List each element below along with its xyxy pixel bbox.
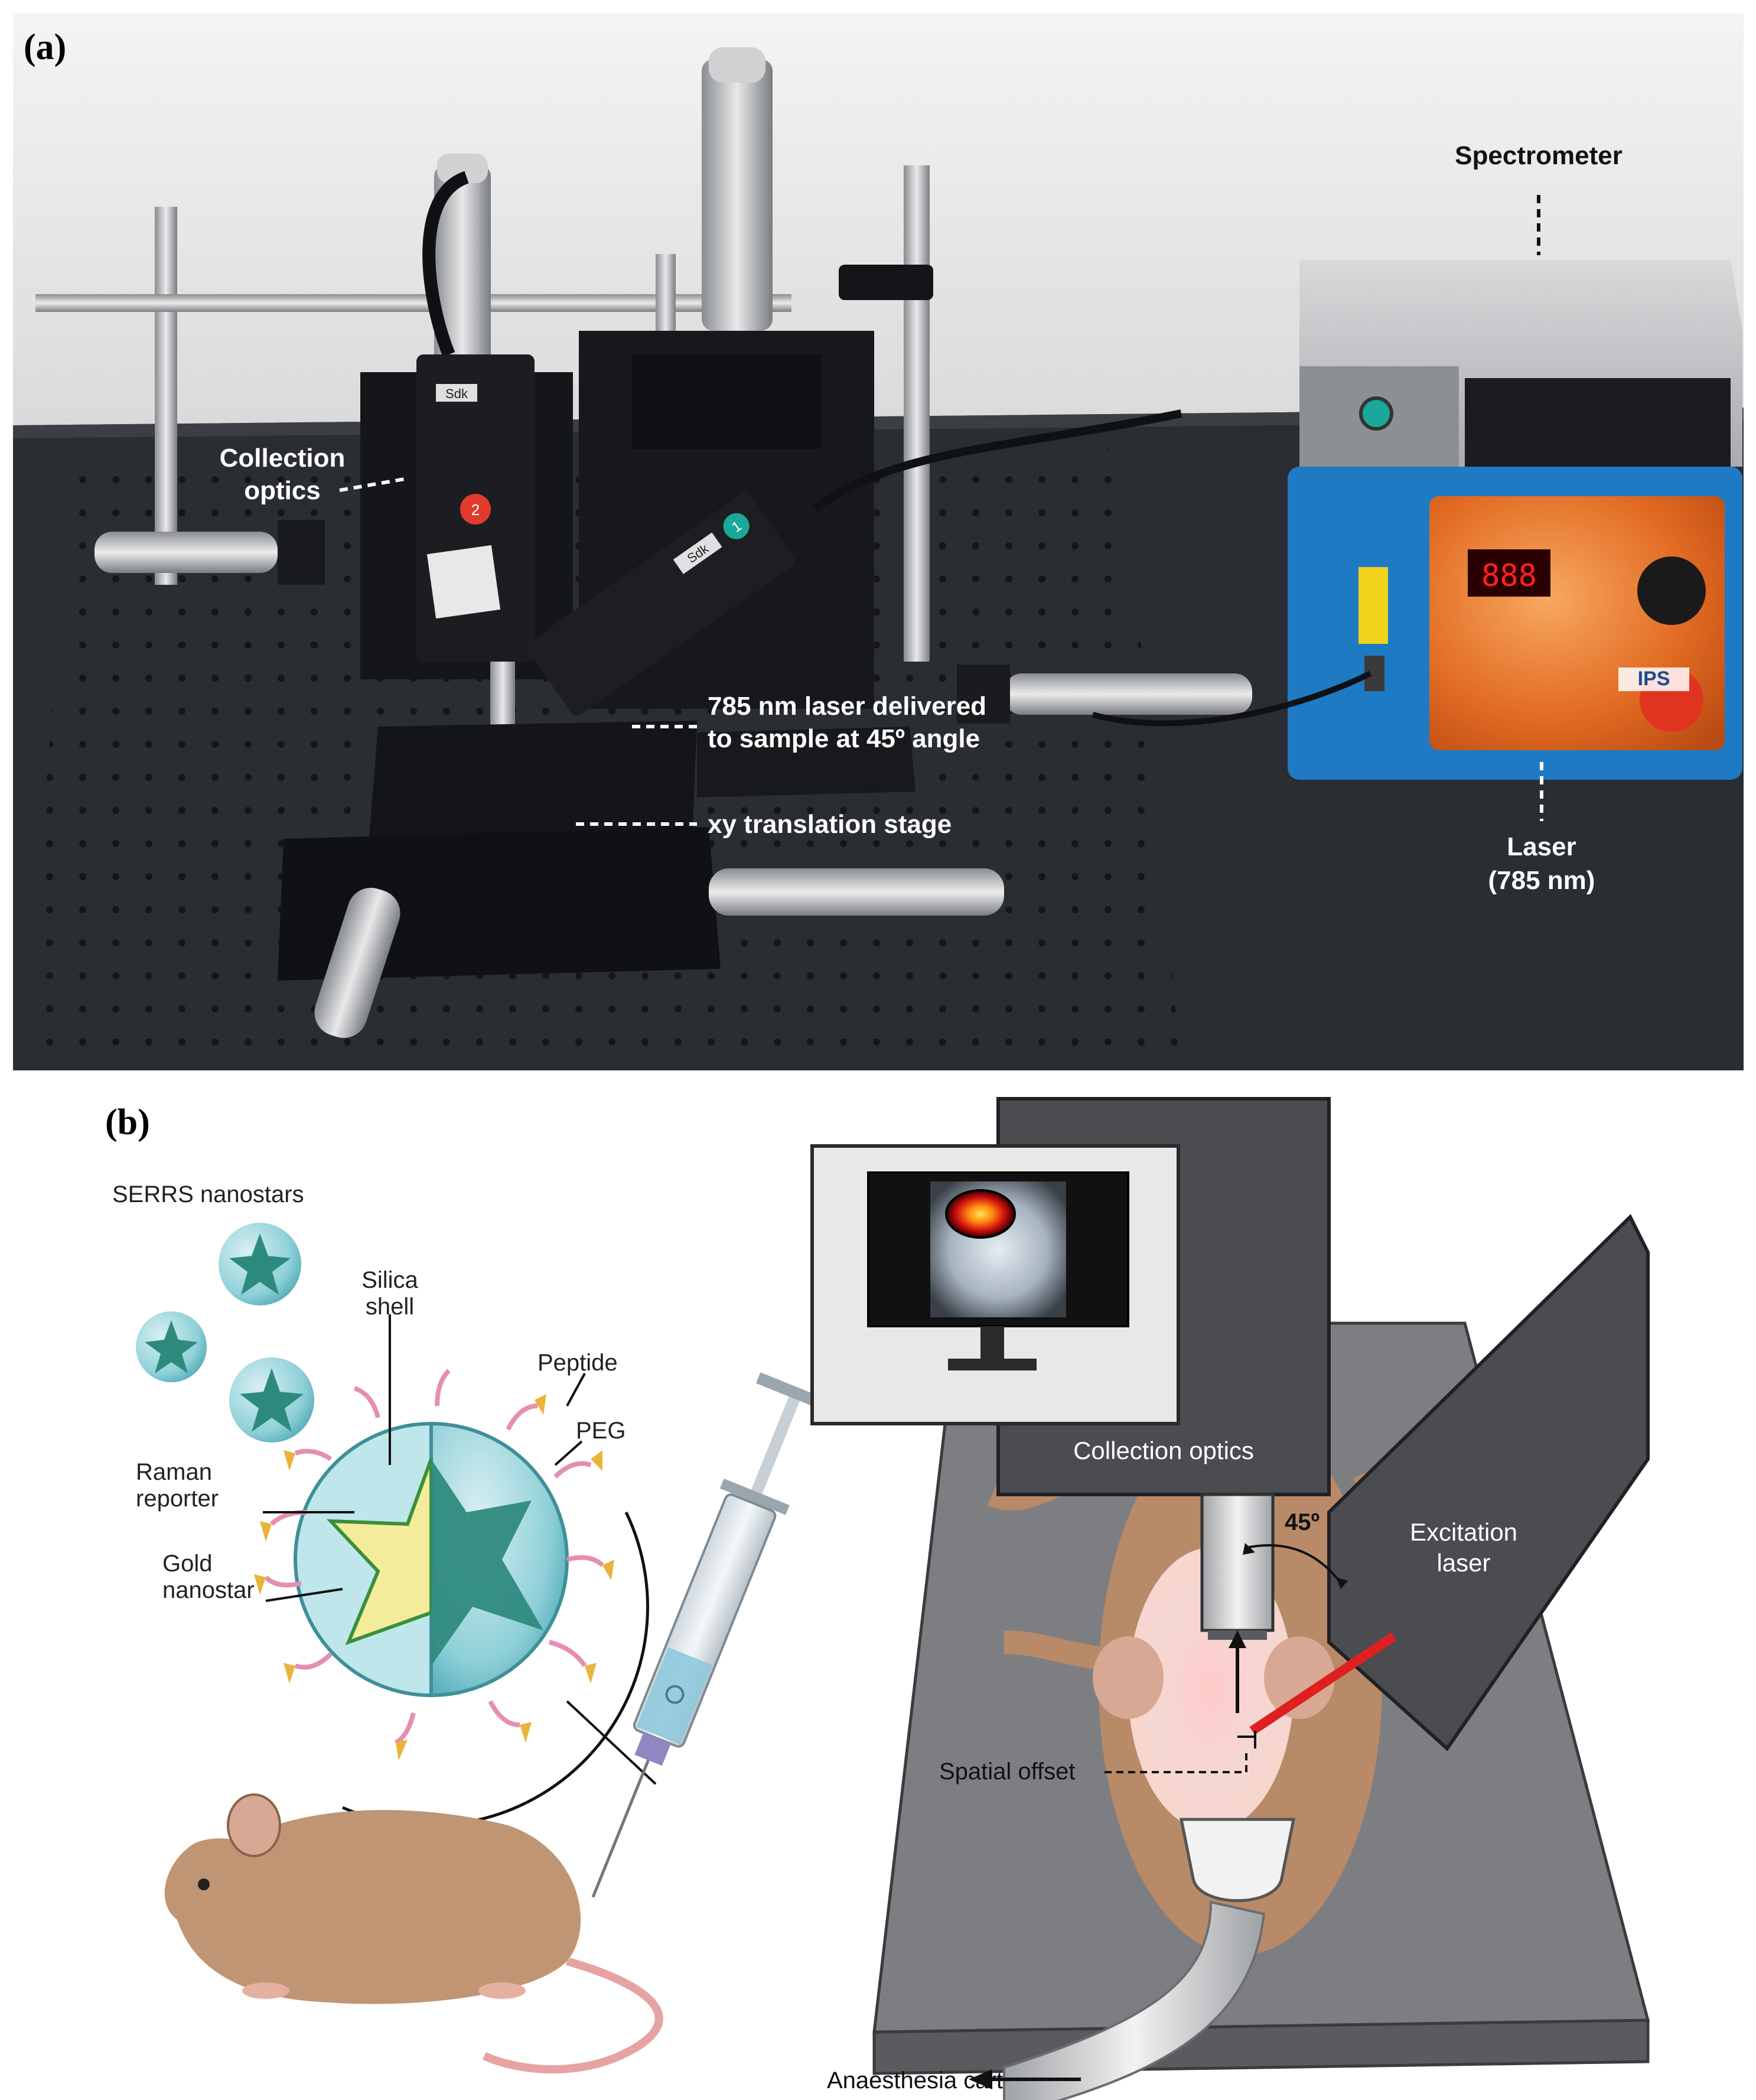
anaesthesia-tube [1003, 1900, 1266, 2100]
anaesthesia-label: Anaesthesia cart [827, 2068, 1003, 2094]
excitation-laser-box [1327, 1213, 1650, 1751]
collection-objective [1200, 1493, 1275, 1632]
syringe [591, 1372, 838, 1898]
monitor [810, 1144, 1180, 1425]
nose-cone [1179, 1818, 1296, 1902]
imaging-setup [810, 1097, 1650, 2100]
laser-beam [1249, 1632, 1397, 1735]
raman-label-line2: reporter [136, 1486, 219, 1512]
collection-optics-label: Collection optics [1073, 1437, 1254, 1464]
panel-a-annotations [339, 195, 1543, 826]
spatial-offset-label: Spatial offset [939, 1759, 1076, 1785]
nanostar-illustration [136, 1223, 657, 1827]
angle-label: 45º [1285, 1509, 1320, 1535]
laser-label-line2: (785 nm) [1488, 866, 1595, 895]
panel-a-labels: (a) Spectrometer Collection optics 785 n… [24, 27, 1623, 895]
silica-label-line1: Silica [361, 1267, 418, 1293]
heatmap-hotspot [945, 1189, 1016, 1239]
laser-label-line1: Laser [1507, 832, 1576, 861]
excitation-label-line2: laser [1436, 1549, 1490, 1577]
small-nanostar-3 [229, 1357, 314, 1443]
peg-label: PEG [576, 1418, 625, 1444]
small-nanostar-1 [136, 1311, 207, 1382]
probe-badge-2-text: 2 [471, 501, 480, 519]
panel-a-photo: Sdk 2 Sdk 1 88 [13, 13, 1744, 1070]
xy-stage-label: xy translation stage [708, 810, 952, 839]
gold-label-line2: nanostar [162, 1577, 255, 1603]
svg-text:888: 888 [1481, 558, 1537, 594]
serrs-label: SERRS nanostars [112, 1181, 304, 1207]
green-nanostar-half [431, 1459, 543, 1666]
top-micrometer-right [702, 59, 773, 331]
laser-delivery-label-line1: 785 nm laser delivered [708, 692, 986, 721]
angle-arc [1246, 1544, 1342, 1584]
panel-a-label: (a) [24, 27, 66, 67]
laser-brand: IPS [1638, 668, 1670, 690]
injected-mouse [164, 1793, 663, 2074]
probe-text-1: Sdk [445, 386, 468, 401]
horizontal-rail [35, 294, 791, 312]
probe-badge-1 [723, 513, 750, 539]
collection-optics-label-line1: Collection [220, 444, 346, 473]
nanostar-labels: SERRS nanostars Silica shell Peptide PEG… [112, 1181, 625, 1603]
probe-badge-2 [460, 494, 491, 525]
collection-optics-label-line2: optics [244, 476, 321, 505]
excitation-label-line1: Excitation [1410, 1518, 1517, 1546]
small-nanostar-2 [219, 1223, 301, 1305]
gold-label-line1: Gold [162, 1551, 213, 1577]
right-post [904, 165, 930, 662]
silica-label-line2: shell [366, 1294, 414, 1320]
panel-b-label: (b) [105, 1102, 150, 1142]
setup-labels: Collection optics Excitation laser 45º S… [827, 1437, 1517, 2094]
spectrometer-label: Spectrometer [1455, 141, 1623, 170]
laser-delivery-label-line2: to sample at 45º angle [708, 724, 980, 753]
excitation-probe [527, 492, 795, 716]
left-post [155, 207, 177, 585]
peptide-label: Peptide [537, 1350, 618, 1376]
large-nanostar [254, 1369, 614, 1760]
zoom-connector [566, 1700, 657, 1785]
top-micrometer-left [434, 165, 491, 378]
raman-label-line1: Raman [136, 1459, 212, 1485]
laser-spectrometer-unit: 888 IPS [1288, 260, 1742, 780]
